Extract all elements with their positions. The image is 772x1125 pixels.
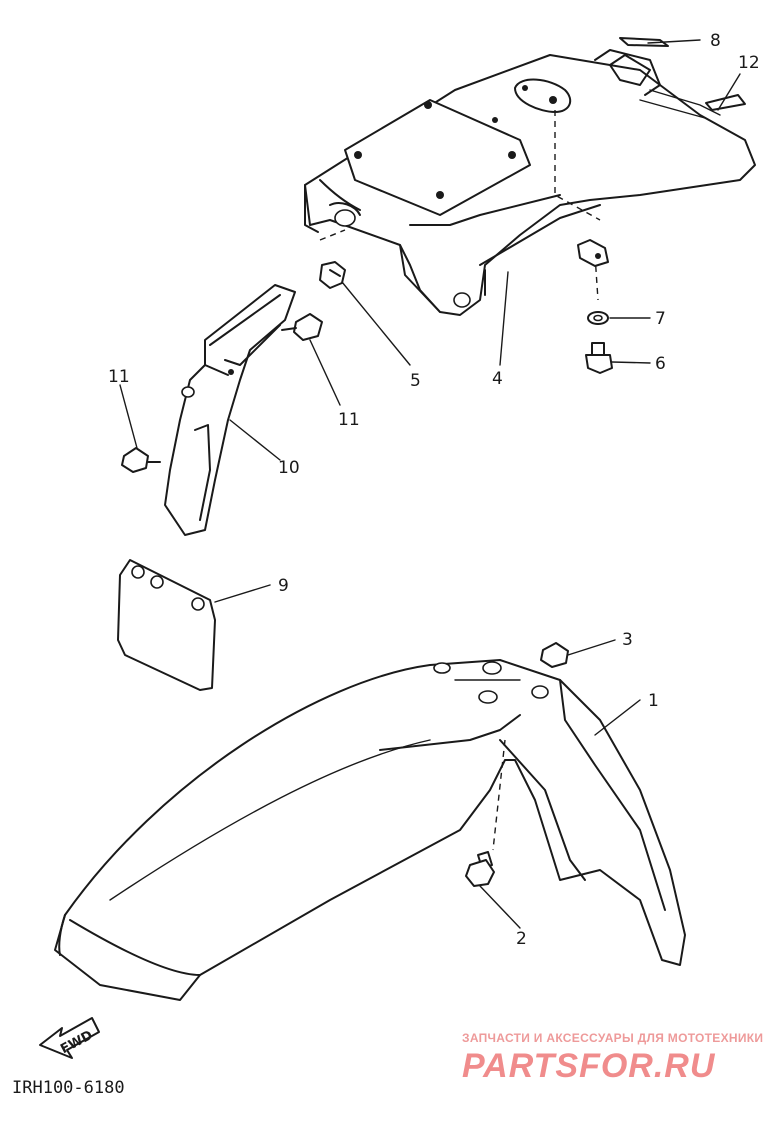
part-number-labels: 8 12 7 6 4 5 11 11 10 9 3 1 2 xyxy=(108,31,760,949)
label-12: 12 xyxy=(738,53,760,73)
label-9: 9 xyxy=(278,576,289,596)
label-11-upper: 11 xyxy=(338,410,360,430)
nut xyxy=(540,642,569,668)
label-2: 2 xyxy=(516,929,527,949)
rear-fender xyxy=(304,37,756,316)
rear-fender-hardware xyxy=(319,239,613,374)
forward-arrow: FWD xyxy=(39,1017,100,1059)
label-10: 10 xyxy=(278,458,300,478)
label-5: 5 xyxy=(410,371,421,391)
label-11-left: 11 xyxy=(108,367,130,387)
band xyxy=(619,37,669,47)
label-1: 1 xyxy=(648,691,659,711)
fwd-arrow-icon xyxy=(39,1017,100,1059)
bolt-2 xyxy=(465,859,495,887)
bolt-11-upper xyxy=(293,313,323,341)
label-8: 8 xyxy=(710,31,721,51)
reflector-plate xyxy=(705,94,746,111)
front-fender xyxy=(54,642,686,1001)
label-7: 7 xyxy=(655,309,666,329)
bolt-11-left xyxy=(121,447,149,473)
leader-lines xyxy=(119,39,741,929)
bolt-6 xyxy=(585,354,613,374)
diagram-code: IRH100-6180 xyxy=(12,1078,125,1098)
label-6: 6 xyxy=(655,354,666,374)
watermark-tagline: ЗАПЧАСТИ И АКСЕССУАРЫ ДЛЯ МОТОТЕХНИКИ xyxy=(462,1031,763,1045)
watermark: ЗАПЧАСТИ И АКСЕССУАРЫ ДЛЯ МОТОТЕХНИКИ PA… xyxy=(462,1031,763,1085)
bracket xyxy=(121,284,323,536)
label-3: 3 xyxy=(622,630,633,650)
watermark-logo: PARTSFOR.RU xyxy=(462,1047,716,1085)
grommet-bolt xyxy=(319,261,346,289)
number-plate xyxy=(117,559,216,691)
label-4: 4 xyxy=(492,369,503,389)
